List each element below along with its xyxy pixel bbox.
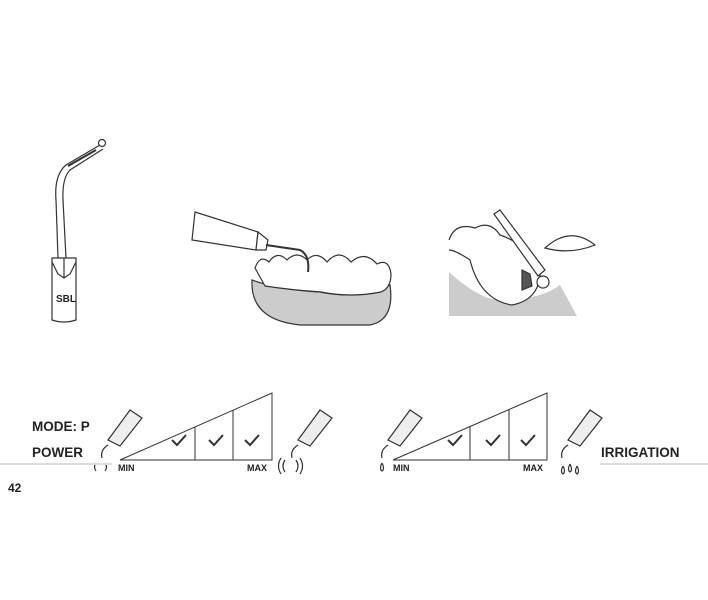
tip-label: SBL (56, 294, 76, 305)
tip-high-irrigation-icon (560, 409, 603, 475)
check-icon (208, 434, 224, 447)
irrigation-max-label: MAX (523, 463, 543, 473)
page-number: 42 (8, 481, 22, 495)
tip-max-vibration-icon (277, 409, 333, 475)
sbl-tip-illustration (51, 138, 107, 323)
closeup-illustration (448, 209, 597, 316)
check-icon (244, 434, 260, 447)
check-icon (447, 434, 463, 447)
power-min-label: MIN (118, 463, 135, 473)
irrigation-scale (392, 392, 548, 461)
handpiece-teeth-illustration (191, 211, 392, 326)
tip-min-vibration-icon (93, 409, 143, 472)
check-icon (485, 434, 501, 447)
power-label: POWER (32, 445, 84, 460)
irrigation-label: IRRIGATION (601, 445, 680, 460)
irrigation-min-label: MIN (393, 463, 410, 473)
tip-low-irrigation-icon (379, 409, 423, 472)
mode-label: MODE: P (32, 419, 90, 434)
power-scale (119, 392, 273, 461)
power-max-label: MAX (247, 463, 267, 473)
check-icon (171, 434, 187, 447)
check-icon (520, 434, 536, 447)
